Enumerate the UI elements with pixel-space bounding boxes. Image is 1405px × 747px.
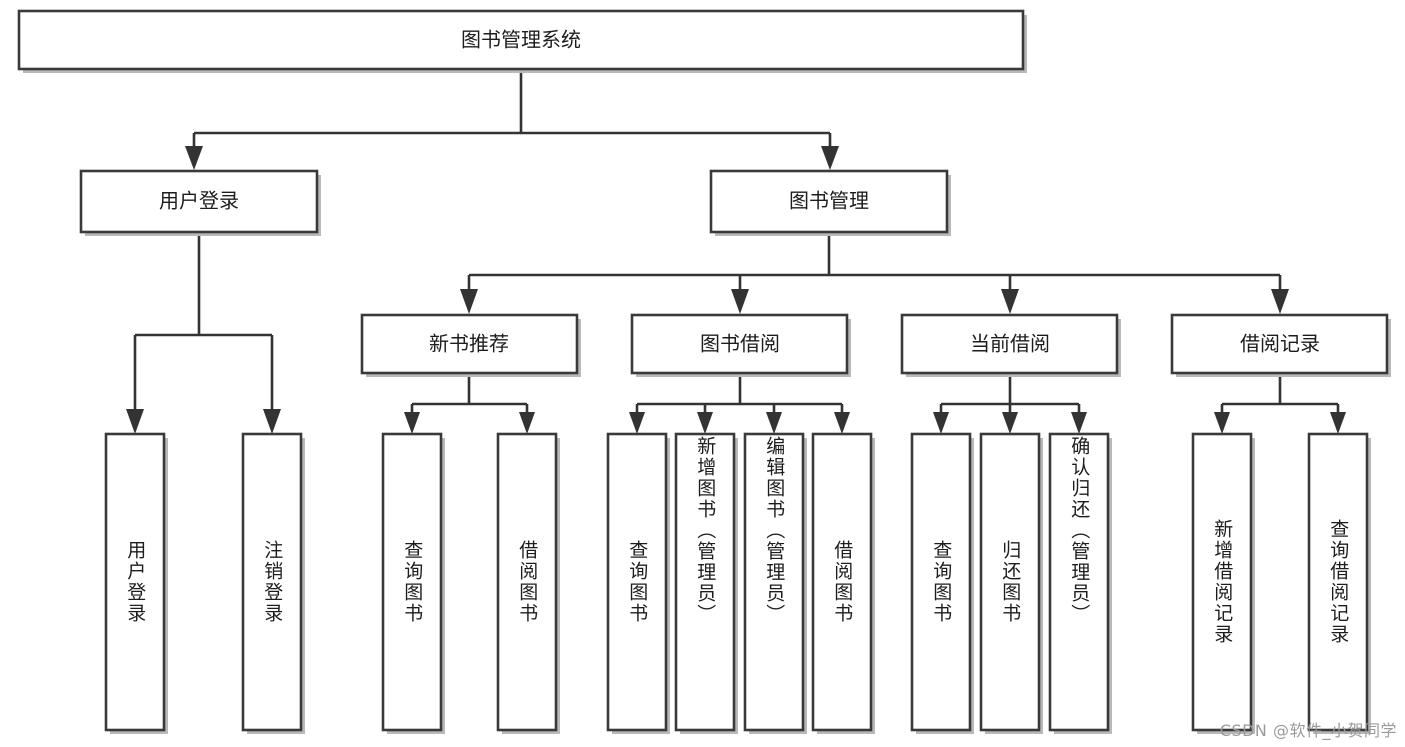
arrow-book-management bbox=[821, 146, 839, 170]
csdn-watermark: CSDN @软件_小贺同学 bbox=[1219, 721, 1397, 740]
node-root[interactable] bbox=[17, 9, 1025, 71]
node-current-borrow[interactable] bbox=[900, 313, 1119, 375]
connector-layer bbox=[126, 72, 1346, 434]
leaf-query-borrow-record[interactable] bbox=[1307, 432, 1369, 732]
arrow-user-login bbox=[185, 146, 203, 170]
arrow-leaf-borrow-book-2 bbox=[834, 412, 850, 434]
arrow-new-book-recommend bbox=[460, 289, 478, 314]
node-user-login-label: 用户登录 bbox=[159, 189, 239, 213]
arrow-book-borrow bbox=[731, 289, 749, 314]
node-new-book-recommend-label: 新书推荐 bbox=[429, 332, 509, 356]
leaf-user-login[interactable] bbox=[104, 432, 166, 732]
arrow-leaf-confirm-return bbox=[1071, 412, 1087, 434]
node-book-management[interactable] bbox=[709, 169, 949, 234]
node-borrow-record[interactable] bbox=[1170, 313, 1389, 375]
node-book-borrow-label: 图书借阅 bbox=[700, 332, 780, 356]
node-user-login[interactable] bbox=[79, 169, 319, 234]
leaf-user-logout[interactable] bbox=[241, 432, 303, 732]
node-book-management-label: 图书管理 bbox=[789, 189, 869, 213]
arrow-leaf-return-book bbox=[1002, 412, 1018, 434]
arrow-leaf-query-borrow-record bbox=[1330, 412, 1346, 434]
leaf-edit-book[interactable] bbox=[743, 432, 805, 732]
leaf-add-borrow-record[interactable] bbox=[1191, 432, 1253, 732]
node-book-borrow[interactable] bbox=[630, 313, 849, 375]
leaf-return-book[interactable] bbox=[979, 432, 1041, 732]
node-current-borrow-label: 当前借阅 bbox=[970, 332, 1050, 356]
arrow-leaf-query-book-3 bbox=[933, 412, 949, 434]
arrow-leaf-user-logout bbox=[263, 409, 281, 434]
leaf-borrow-book-1[interactable] bbox=[496, 432, 558, 732]
leaf-query-book-3[interactable] bbox=[910, 432, 972, 732]
node-borrow-record-label: 借阅记录 bbox=[1240, 332, 1320, 356]
leaf-confirm-return[interactable] bbox=[1048, 432, 1110, 732]
arrow-leaf-edit-book bbox=[766, 412, 782, 434]
arrow-leaf-user-login bbox=[126, 409, 144, 434]
arrow-leaf-add-borrow-record bbox=[1214, 412, 1230, 434]
arrow-leaf-borrow-book-1 bbox=[519, 412, 535, 434]
node-new-book-recommend[interactable] bbox=[360, 313, 579, 375]
leaf-add-book[interactable] bbox=[674, 432, 736, 732]
arrow-borrow-record bbox=[1271, 289, 1289, 314]
arrow-leaf-query-book-1 bbox=[404, 412, 420, 434]
node-layer: 图书管理系统 用户登录 图书管理 新书推荐 图书借阅 当前借阅 借阅记录 bbox=[17, 9, 1391, 734]
arrow-current-borrow bbox=[1001, 289, 1019, 314]
leaf-borrow-book-2[interactable] bbox=[811, 432, 873, 732]
leaf-query-book-1[interactable] bbox=[381, 432, 443, 732]
arrow-leaf-add-book bbox=[697, 412, 713, 434]
leaf-query-book-2[interactable] bbox=[606, 432, 668, 732]
node-root-label: 图书管理系统 bbox=[461, 28, 581, 52]
arrow-leaf-query-book-2 bbox=[629, 412, 645, 434]
